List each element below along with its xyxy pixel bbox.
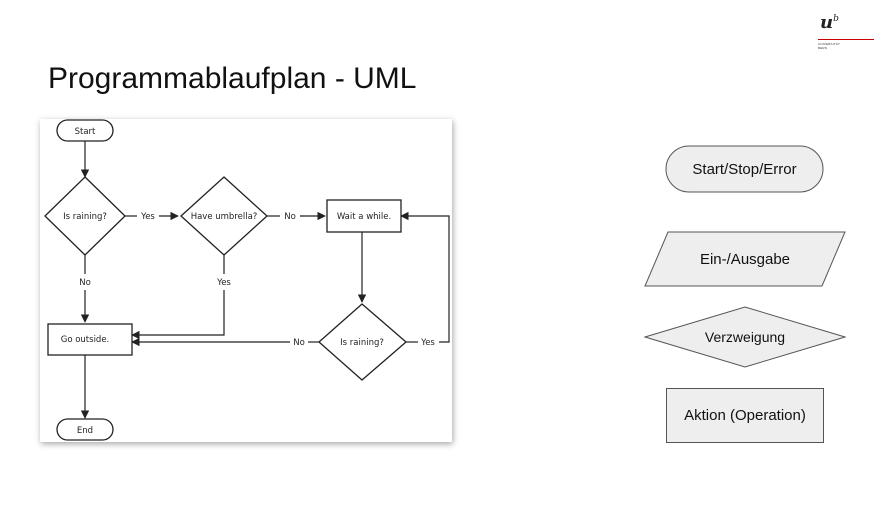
legend-terminal-shape xyxy=(665,145,824,193)
legend-action-shape xyxy=(666,388,824,443)
legend-action: Aktion (Operation) xyxy=(666,388,824,443)
flowchart-svg: Start Is raining? Have umbrella? Wait a … xyxy=(44,119,450,441)
node-end xyxy=(56,418,114,441)
edge-label-no-3: No xyxy=(293,338,305,348)
node-decision-raining-2-label: Is raining? xyxy=(340,338,384,348)
node-decision-raining-2 xyxy=(318,303,407,381)
node-start xyxy=(56,119,114,142)
legend-decision-shape xyxy=(644,306,846,368)
node-action-wait xyxy=(326,199,402,233)
node-decision-umbrella-label: Have umbrella? xyxy=(191,212,258,222)
node-decision-raining xyxy=(44,176,126,256)
edge-label-yes-1: Yes xyxy=(140,212,155,222)
node-start-label: Start xyxy=(75,127,96,137)
logo-rule xyxy=(818,39,874,40)
legend-terminal-label: Start/Stop/Error xyxy=(692,160,797,178)
slide-title: Programmablaufplan - UML xyxy=(48,62,417,95)
node-decision-umbrella xyxy=(180,176,268,256)
edge-raining2-yes-b xyxy=(400,211,450,343)
legend-action-label: Aktion (Operation) xyxy=(684,407,806,424)
node-decision-raining-label: Is raining? xyxy=(63,212,107,222)
edge-label-no-1: No xyxy=(284,212,296,222)
legend-io-shape xyxy=(644,231,846,287)
logo-mark: ub xyxy=(820,12,839,33)
legend-io-label: Ein-/Ausgabe xyxy=(699,250,791,268)
node-action-outside xyxy=(47,323,133,356)
legend-decision: Verzweigung xyxy=(644,306,846,368)
legend-io: Ein-/Ausgabe xyxy=(644,231,846,287)
legend-decision-label: Verzweigung xyxy=(704,329,786,345)
node-end-label: End xyxy=(77,426,93,436)
node-action-wait-label: Wait a while. xyxy=(337,212,391,222)
edge-label-yes-3: Yes xyxy=(420,338,435,348)
logo-wordmark: UNIVERSITÄT BERN xyxy=(818,42,841,50)
legend-terminal: Start/Stop/Error xyxy=(665,145,824,193)
node-action-outside-label: Go outside. xyxy=(61,335,110,345)
university-logo: ub UNIVERSITÄT BERN xyxy=(814,8,876,58)
edge-umbrella-yes-b xyxy=(131,290,225,340)
flowchart-image: Start Is raining? Have umbrella? Wait a … xyxy=(40,119,452,442)
edge-label-no-2: No xyxy=(79,278,91,288)
edge-label-yes-2: Yes xyxy=(216,278,231,288)
